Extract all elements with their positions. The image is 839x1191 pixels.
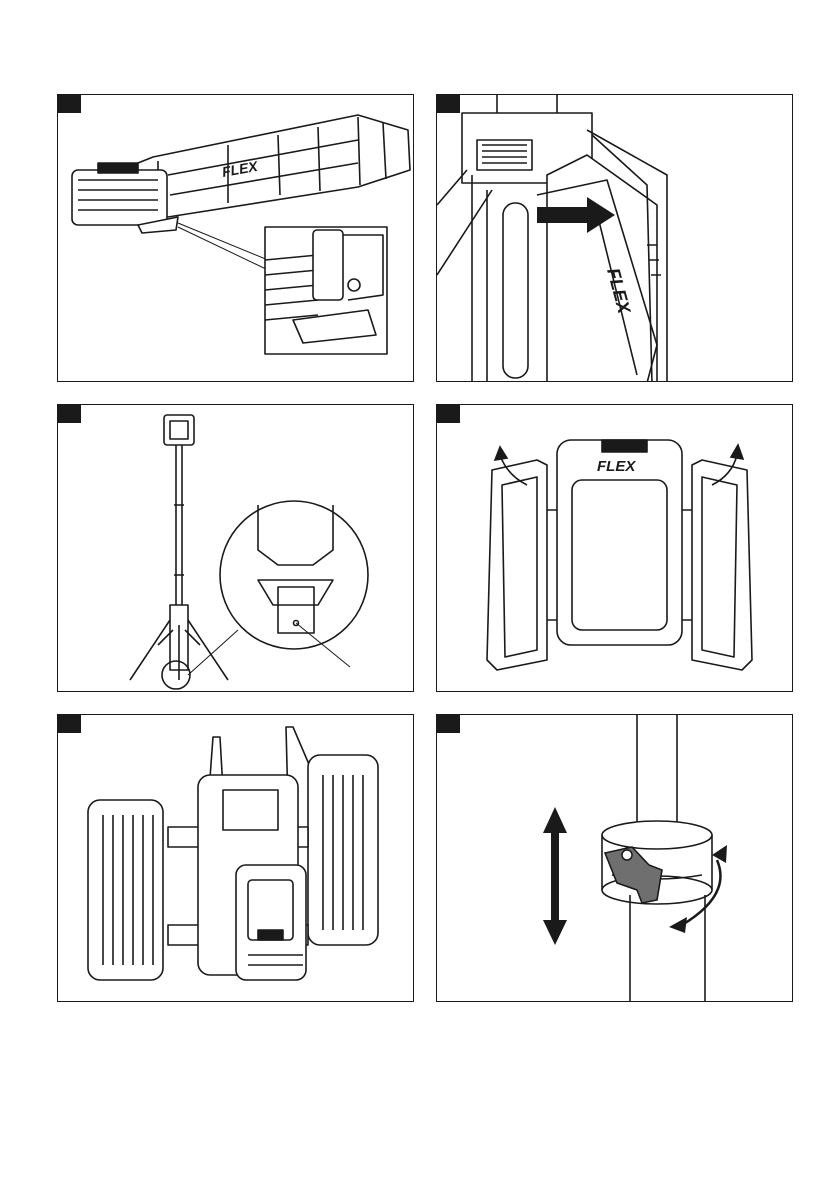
up-down-arrow — [543, 807, 567, 945]
height-adjustment-clamp-illustration — [437, 715, 793, 1002]
figure-4-panel: FLEX — [436, 404, 793, 692]
flex-logo: FLEX — [597, 458, 636, 475]
figure-5-panel — [57, 714, 414, 1002]
figure-2-panel: FLEX — [436, 94, 793, 382]
figure-6-panel — [436, 714, 793, 1002]
light-head-rear-battery-illustration — [58, 715, 414, 1002]
light-head-panels-illustration: FLEX — [437, 405, 793, 692]
figure-3-panel — [57, 404, 414, 692]
collapsed-work-light-illustration: FLEX — [58, 95, 414, 382]
clamp-lever — [605, 847, 662, 903]
battery-insertion-illustration: FLEX — [437, 95, 793, 382]
tripod-stand-illustration — [58, 405, 414, 692]
figure-1-panel: FLEX — [57, 94, 414, 382]
rotate-clamp-arrow — [682, 860, 720, 925]
